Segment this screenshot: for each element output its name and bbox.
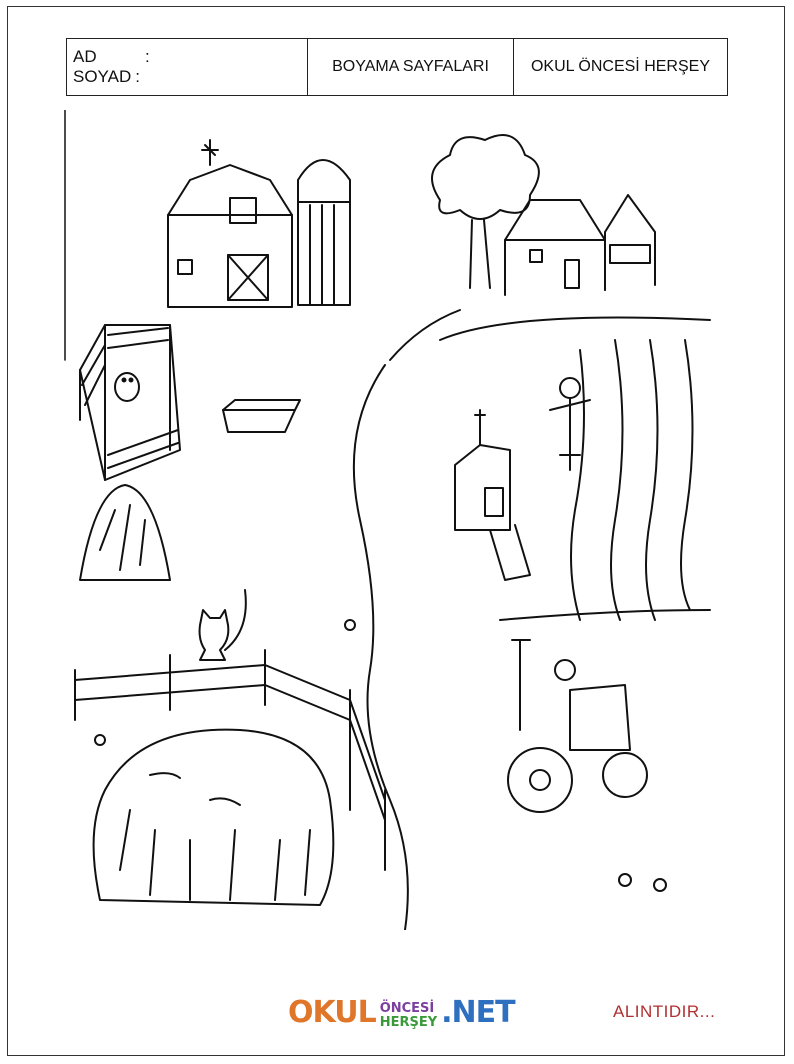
page-border <box>7 6 785 1056</box>
logo-hersey: HERŞEY <box>379 1015 438 1030</box>
silo-icon <box>297 159 351 306</box>
site-name: OKUL ÖNCESİ HERŞEY <box>530 58 710 75</box>
name-cell[interactable]: AD : SOYAD : <box>67 39 308 95</box>
farm-coloring-illustration <box>60 109 760 931</box>
flower-icon <box>94 619 667 892</box>
credit-text: ALINTIDIR... <box>613 1002 716 1021</box>
scarecrow-icon <box>549 377 591 471</box>
tree-icon <box>431 134 540 289</box>
name-label: AD <box>73 47 97 66</box>
chicken-coop-icon <box>454 409 531 581</box>
crop-field-icon <box>499 339 711 621</box>
big-haystack-icon <box>92 728 335 906</box>
surname-colon: : <box>135 67 140 86</box>
tractor-icon <box>507 639 648 813</box>
fence-icon <box>74 649 386 871</box>
cat-icon <box>198 589 247 661</box>
farmhouse-icon <box>504 194 656 296</box>
road-icon <box>352 309 711 931</box>
haystack-icon <box>79 484 171 581</box>
page-title: BOYAMA SAYFALARI <box>308 39 514 95</box>
name-colon: : <box>145 47 150 66</box>
barn-icon <box>167 139 293 308</box>
header-table: AD : SOYAD : BOYAMA SAYFALARI OKUL ÖNCES… <box>66 38 728 96</box>
logo-okul: OKUL <box>288 995 377 1030</box>
surname-label: SOYAD <box>73 67 132 86</box>
pig-pen-icon <box>79 324 181 481</box>
site-logo[interactable]: OKUL ÖNCESİ HERŞEY .NET <box>288 990 516 1030</box>
logo-net: .NET <box>441 995 515 1030</box>
logo-oncesi: ÖNCESİ <box>379 1001 435 1016</box>
trough-icon <box>222 399 301 433</box>
